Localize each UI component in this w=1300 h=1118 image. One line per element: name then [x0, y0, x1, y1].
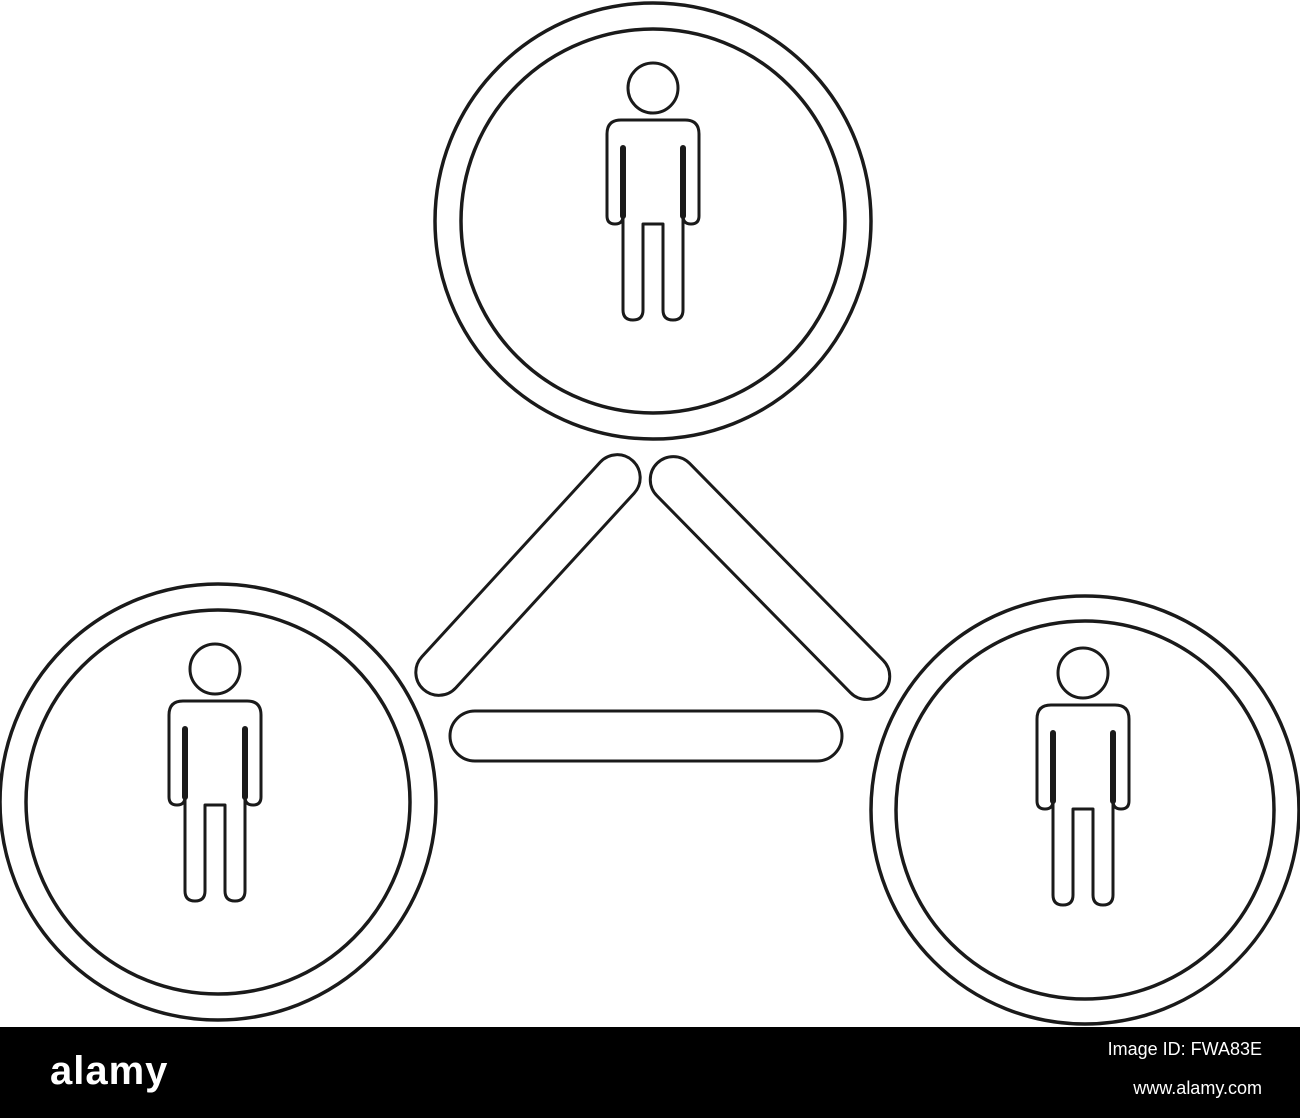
node-person-top [433, 1, 873, 441]
node-person-bottom-left [0, 582, 438, 1022]
brand-logo: alamy [50, 1049, 169, 1093]
image-id-label: Image ID: FWA83E [1107, 1039, 1262, 1059]
connector-top-left [414, 453, 642, 697]
connector-bottom [448, 709, 844, 763]
site-url-label: www.alamy.com [1133, 1078, 1262, 1098]
node-person-bottom-right [869, 594, 1300, 1026]
connector-top-right [648, 455, 892, 701]
people-network-diagram [0, 1, 1300, 1026]
watermark-footer-bar: alamy Image ID: FWA83E www.alamy.com [0, 1027, 1300, 1118]
